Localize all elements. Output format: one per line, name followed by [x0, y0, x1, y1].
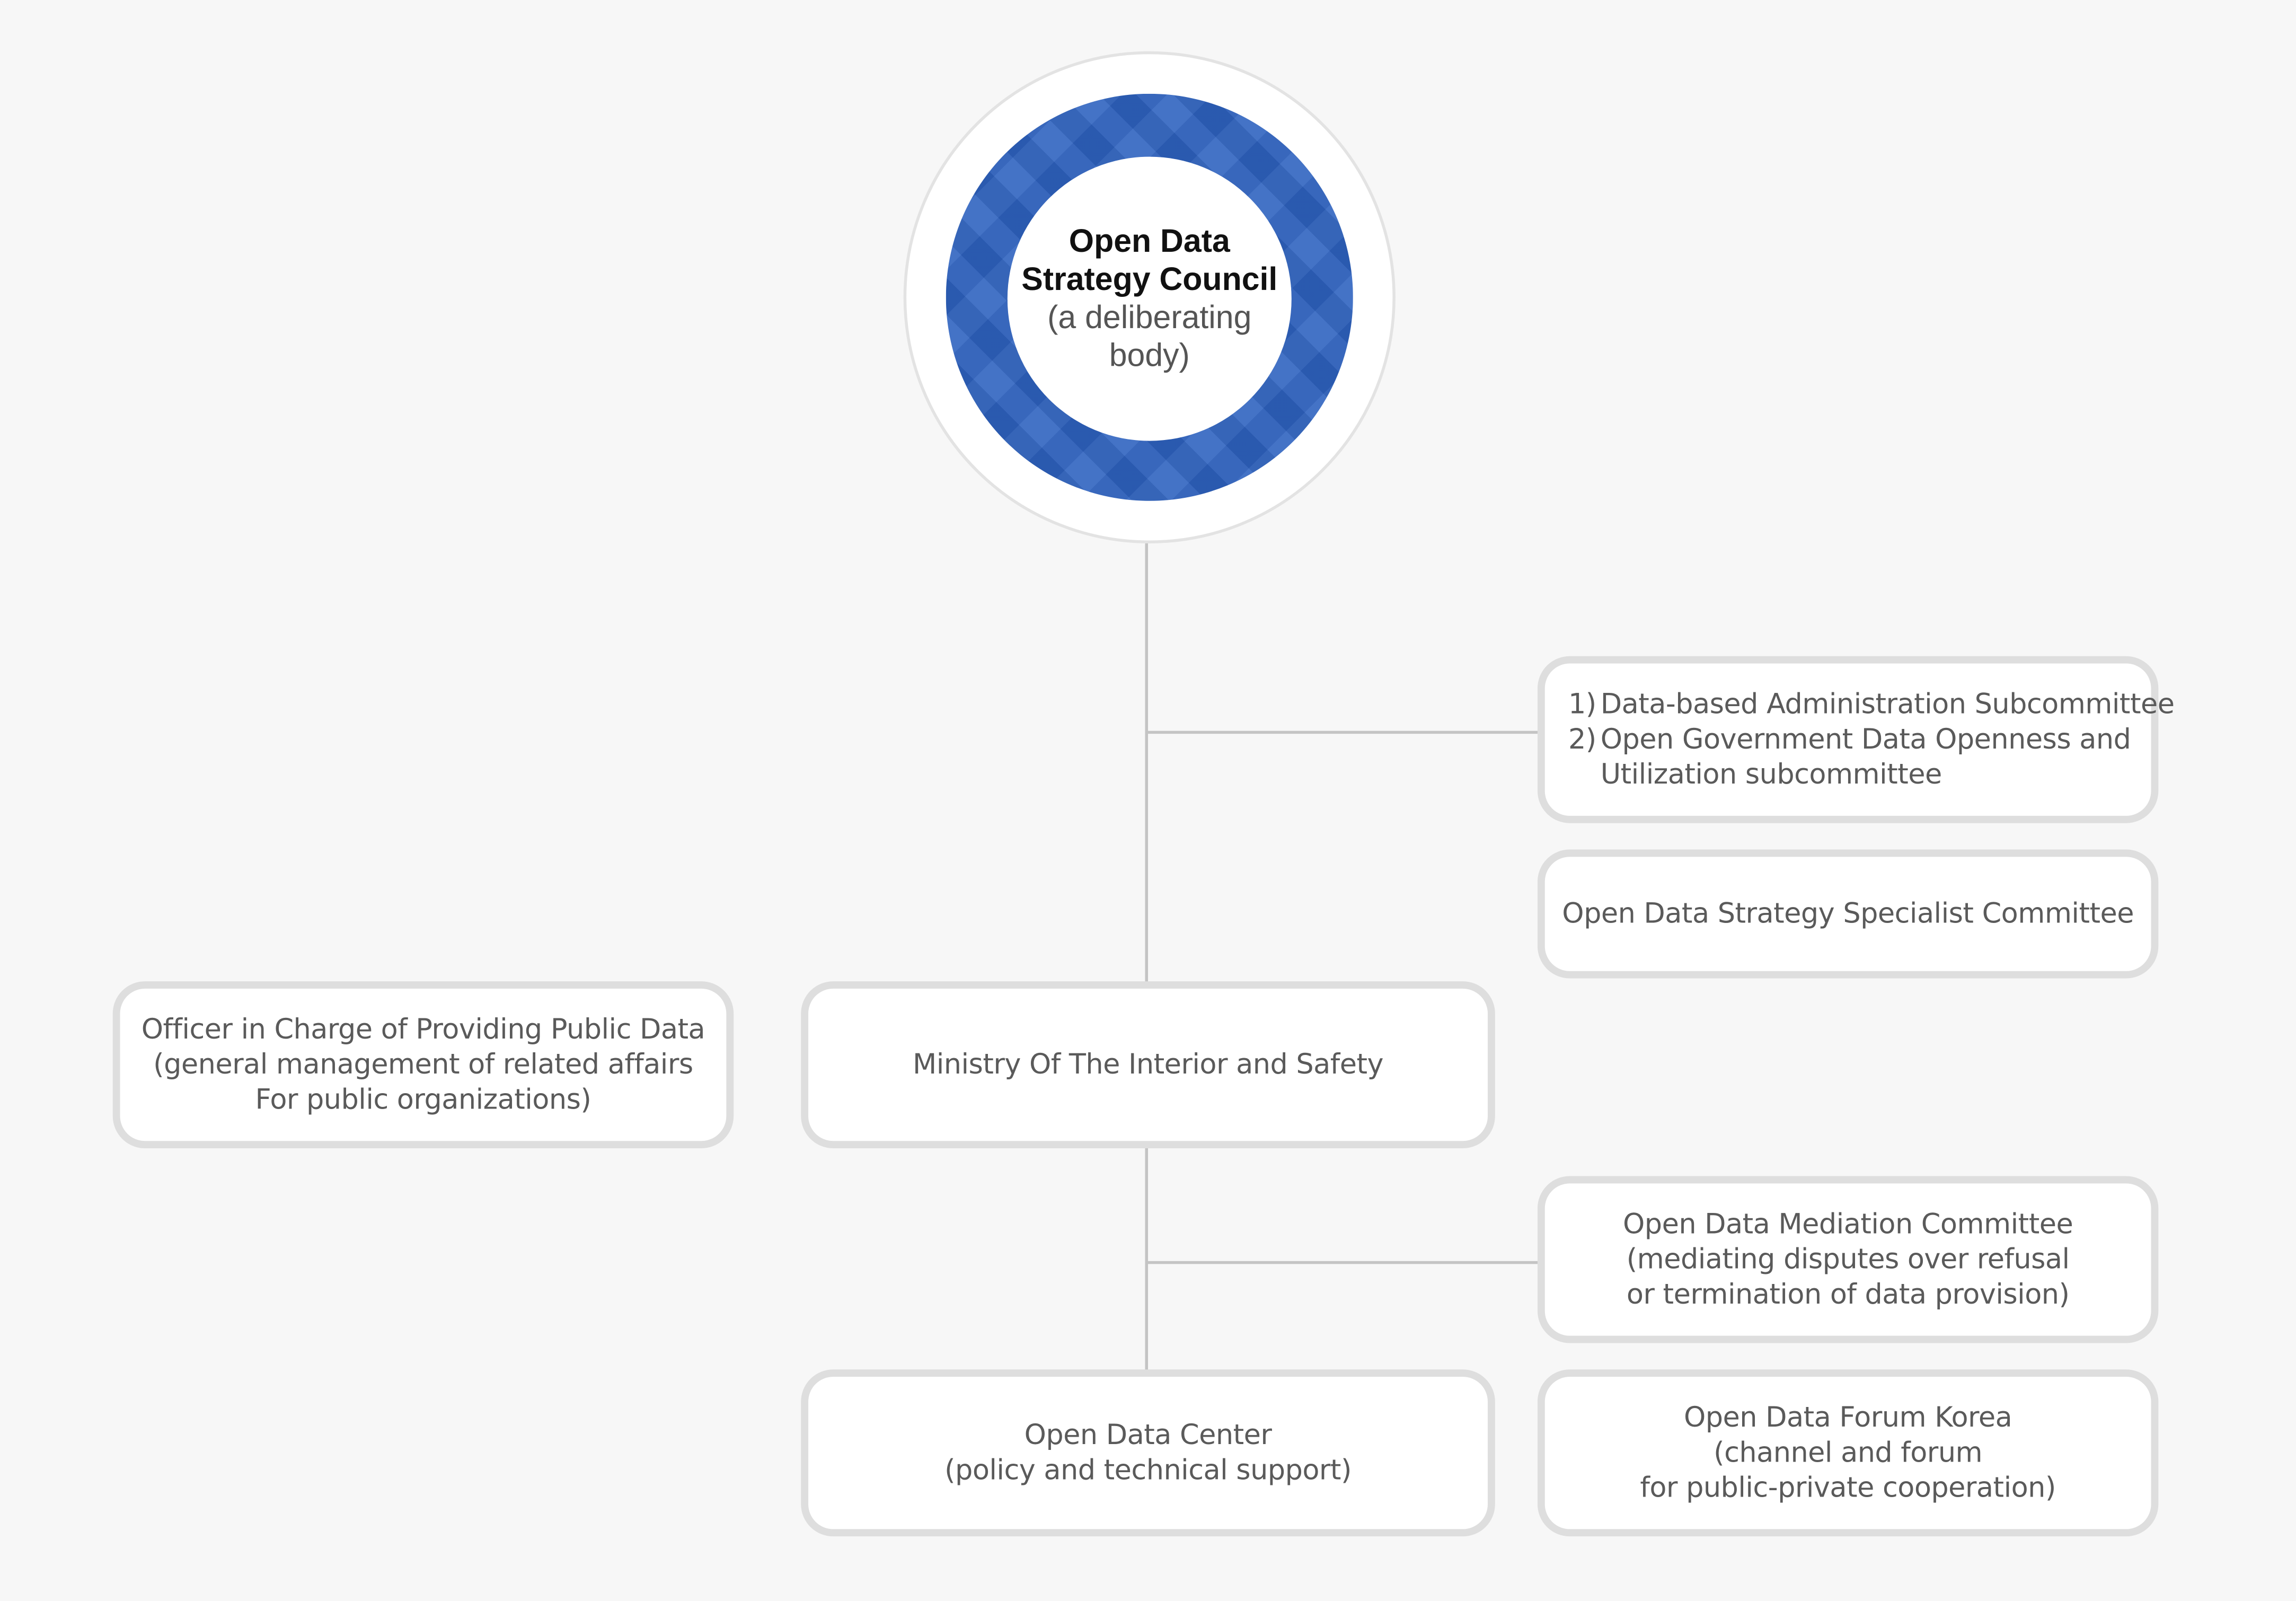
- data-center-label: (policy and technical support): [944, 1454, 1352, 1487]
- subcommittees-node: 1) Data-based Administration Subcommitte…: [1537, 656, 2175, 823]
- forum-label: for public-private cooperation): [1640, 1472, 2056, 1505]
- specialist-committee-node: Open Data Strategy Specialist Committee: [1537, 849, 2159, 979]
- officer-label: Officer in Charge of Providing Public Da…: [141, 1013, 705, 1046]
- forum-node: Open Data Forum Korea (channel and forum…: [1537, 1369, 2159, 1537]
- specialist-committee-label: Open Data Strategy Specialist Committee: [1562, 898, 2134, 930]
- subcommittee-item-continued: Utilization subcommittee: [1568, 757, 1942, 792]
- forum-label: Open Data Forum Korea: [1684, 1401, 2012, 1434]
- mediation-committee-label: or termination of data provision): [1626, 1278, 2070, 1311]
- subcommittee-label: Data-based Administration Subcommittee: [1600, 688, 2175, 721]
- council-title-line: Open Data: [1068, 222, 1230, 260]
- connector-ministry-to-center: [1145, 1145, 1149, 1374]
- data-center-node: Open Data Center (policy and technical s…: [801, 1369, 1495, 1537]
- officer-label: (general management of related affairs: [153, 1049, 693, 1081]
- council-title-line: Strategy Council: [1021, 260, 1278, 297]
- connector-council-to-ministry: [1145, 543, 1149, 986]
- officer-label: For public organizations): [255, 1084, 591, 1116]
- subcommittee-item: 2) Open Government Data Openness and: [1568, 722, 2131, 757]
- ministry-node: Ministry Of The Interior and Safety: [801, 981, 1495, 1149]
- connector-to-subcommittees: [1145, 731, 1541, 734]
- forum-label: (channel and forum: [1714, 1437, 1983, 1470]
- mediation-committee-label: (mediating disputes over refusal: [1626, 1243, 2070, 1276]
- council-subtitle-line: (a deliberating: [1047, 298, 1252, 336]
- council-subtitle-line: body): [1109, 337, 1190, 374]
- officer-node: Officer in Charge of Providing Public Da…: [112, 981, 734, 1149]
- subcommittee-label: Open Government Data Openness and: [1600, 723, 2131, 756]
- council-label: Open Data Strategy Council (a deliberati…: [1007, 156, 1292, 441]
- data-center-label: Open Data Center: [1024, 1419, 1272, 1452]
- connector-to-mediation-committee: [1145, 1261, 1541, 1264]
- mediation-committee-node: Open Data Mediation Committee (mediating…: [1537, 1176, 2159, 1343]
- subcommittee-label: Utilization subcommittee: [1600, 759, 1942, 791]
- mediation-committee-label: Open Data Mediation Committee: [1623, 1208, 2073, 1241]
- subcommittee-number: 1): [1568, 688, 1596, 721]
- ministry-label: Ministry Of The Interior and Safety: [913, 1049, 1384, 1081]
- subcommittee-number: 2): [1568, 723, 1596, 756]
- subcommittee-item: 1) Data-based Administration Subcommitte…: [1568, 687, 2175, 722]
